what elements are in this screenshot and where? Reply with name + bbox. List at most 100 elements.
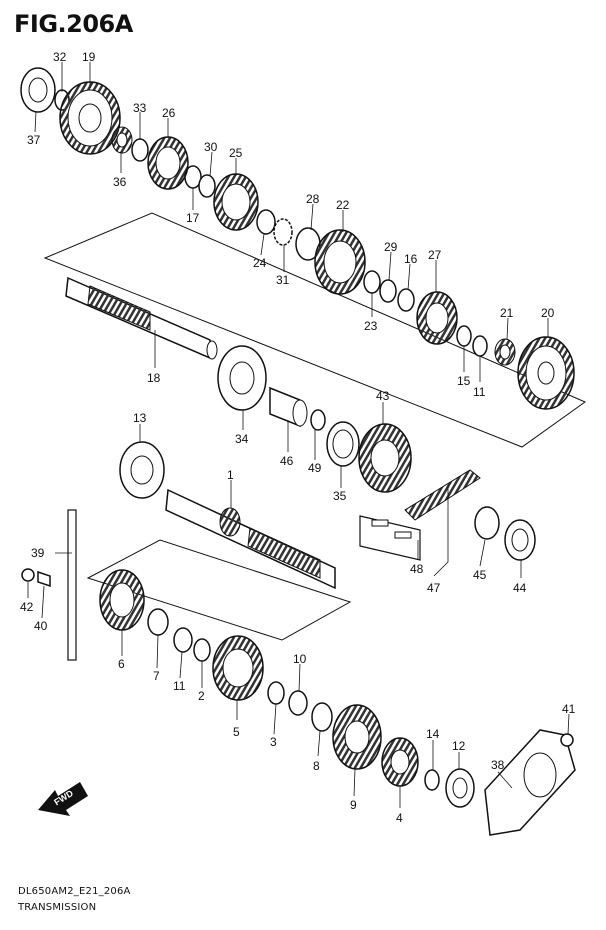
- bearing-13: [119, 441, 165, 499]
- oil-seal-35: [326, 421, 360, 467]
- callout-41: 41: [562, 702, 576, 716]
- gear-26: [147, 136, 189, 190]
- spacer-46: [269, 386, 308, 428]
- callout-12: 12: [452, 739, 466, 753]
- bushing-23: [363, 270, 381, 294]
- section-name: TRANSMISSION: [18, 902, 97, 913]
- dowel-pin-39: [67, 509, 77, 661]
- bushing-24: [256, 209, 276, 235]
- callout-30: 30: [204, 140, 218, 154]
- gear-6: [99, 569, 145, 631]
- callout-35: 35: [333, 489, 347, 503]
- lock-washer-31: [273, 218, 293, 246]
- gear-27: [416, 291, 458, 345]
- callout-13: 13: [133, 411, 147, 425]
- gear-9: [332, 704, 382, 770]
- callout-44: 44: [513, 581, 527, 595]
- callout-39: 39: [31, 546, 45, 560]
- bearing-34: [217, 345, 267, 411]
- fwd-arrow-icon: FWD: [38, 782, 88, 816]
- o-ring-49: [310, 409, 326, 431]
- callout-26: 26: [162, 106, 176, 120]
- gear-25: [213, 173, 259, 231]
- callout-42: 42: [20, 600, 34, 614]
- washer-15: [456, 325, 472, 347]
- callout-23: 23: [364, 319, 378, 333]
- gear-19: [59, 81, 121, 155]
- callout-2: 2: [198, 689, 205, 703]
- callout-16: 16: [404, 252, 418, 266]
- callout-49: 49: [308, 461, 322, 475]
- circlip-16: [397, 288, 415, 312]
- callout-6: 6: [118, 657, 125, 671]
- countershaft-group-outline: [43, 212, 587, 448]
- callout-33: 33: [133, 101, 147, 115]
- callout-11-lower: 11: [173, 679, 186, 693]
- diagram-code: DL650AM2_E21_206A: [18, 886, 131, 897]
- callout-25: 25: [229, 146, 243, 160]
- gear-22: [314, 229, 366, 295]
- callout-40: 40: [34, 619, 48, 633]
- callout-20: 20: [541, 306, 555, 320]
- callout-22: 22: [336, 198, 350, 212]
- washer-11-upper: [472, 335, 488, 357]
- callout-9: 9: [350, 798, 357, 812]
- gear-20: [517, 336, 575, 410]
- callout-14: 14: [426, 727, 440, 741]
- countershaft-18: [65, 276, 218, 360]
- callout-45: 45: [473, 568, 487, 582]
- callout-43: 43: [376, 389, 390, 403]
- callout-3: 3: [270, 735, 277, 749]
- callout-10: 10: [293, 652, 307, 666]
- circlip-2: [193, 638, 211, 662]
- bolt-42: [21, 568, 35, 582]
- callout-47: 47: [427, 581, 441, 595]
- callout-19: 19: [82, 50, 96, 64]
- callout-28: 28: [306, 192, 320, 206]
- washer-29: [379, 279, 397, 303]
- chain-joint-48: [359, 515, 421, 561]
- callout-46: 46: [280, 454, 294, 468]
- o-ring-14: [424, 769, 440, 791]
- gear-4: [381, 737, 419, 787]
- callout-37: 37: [27, 133, 41, 147]
- callout-17: 17: [186, 211, 200, 225]
- callout-5: 5: [233, 725, 240, 739]
- callout-7: 7: [153, 669, 160, 683]
- callout-1: 1: [227, 468, 234, 482]
- callout-29: 29: [384, 240, 398, 254]
- callout-labels: 32 19 37 33 26 36 30 25 17 28 22 24 31 2…: [20, 50, 576, 825]
- callout-15: 15: [457, 374, 471, 388]
- bolt-41: [560, 733, 574, 747]
- drive-chain-47: [404, 469, 481, 521]
- gear-5: [212, 635, 264, 701]
- circlip-3: [267, 681, 285, 705]
- washer-33: [131, 138, 149, 162]
- washer-10: [288, 690, 308, 716]
- bearing-44: [504, 519, 536, 561]
- bolt-40: [37, 570, 51, 588]
- bearing-12: [445, 768, 475, 808]
- bushing-7: [147, 608, 169, 636]
- callout-48: 48: [410, 562, 424, 576]
- callout-38: 38: [491, 758, 505, 772]
- callout-11-upper: 11: [473, 385, 486, 399]
- callout-27: 27: [428, 248, 442, 262]
- driveshaft-1: [165, 488, 336, 590]
- callout-21: 21: [500, 306, 514, 320]
- callout-8: 8: [313, 759, 320, 773]
- driveshaft-group-outline: [86, 539, 352, 641]
- callout-24: 24: [253, 256, 267, 270]
- snap-ring-45: [474, 506, 500, 540]
- washer-11-lower: [173, 627, 193, 653]
- callout-18: 18: [147, 371, 161, 385]
- callout-31: 31: [276, 273, 290, 287]
- figure-title: FIG.206A: [14, 10, 133, 38]
- retainer-plate-38: [484, 729, 576, 836]
- needle-bearing-36: [111, 126, 133, 154]
- engine-sprocket-43: [358, 423, 412, 493]
- callout-36: 36: [113, 175, 127, 189]
- bushing-8: [311, 702, 333, 732]
- washer-30: [198, 174, 216, 198]
